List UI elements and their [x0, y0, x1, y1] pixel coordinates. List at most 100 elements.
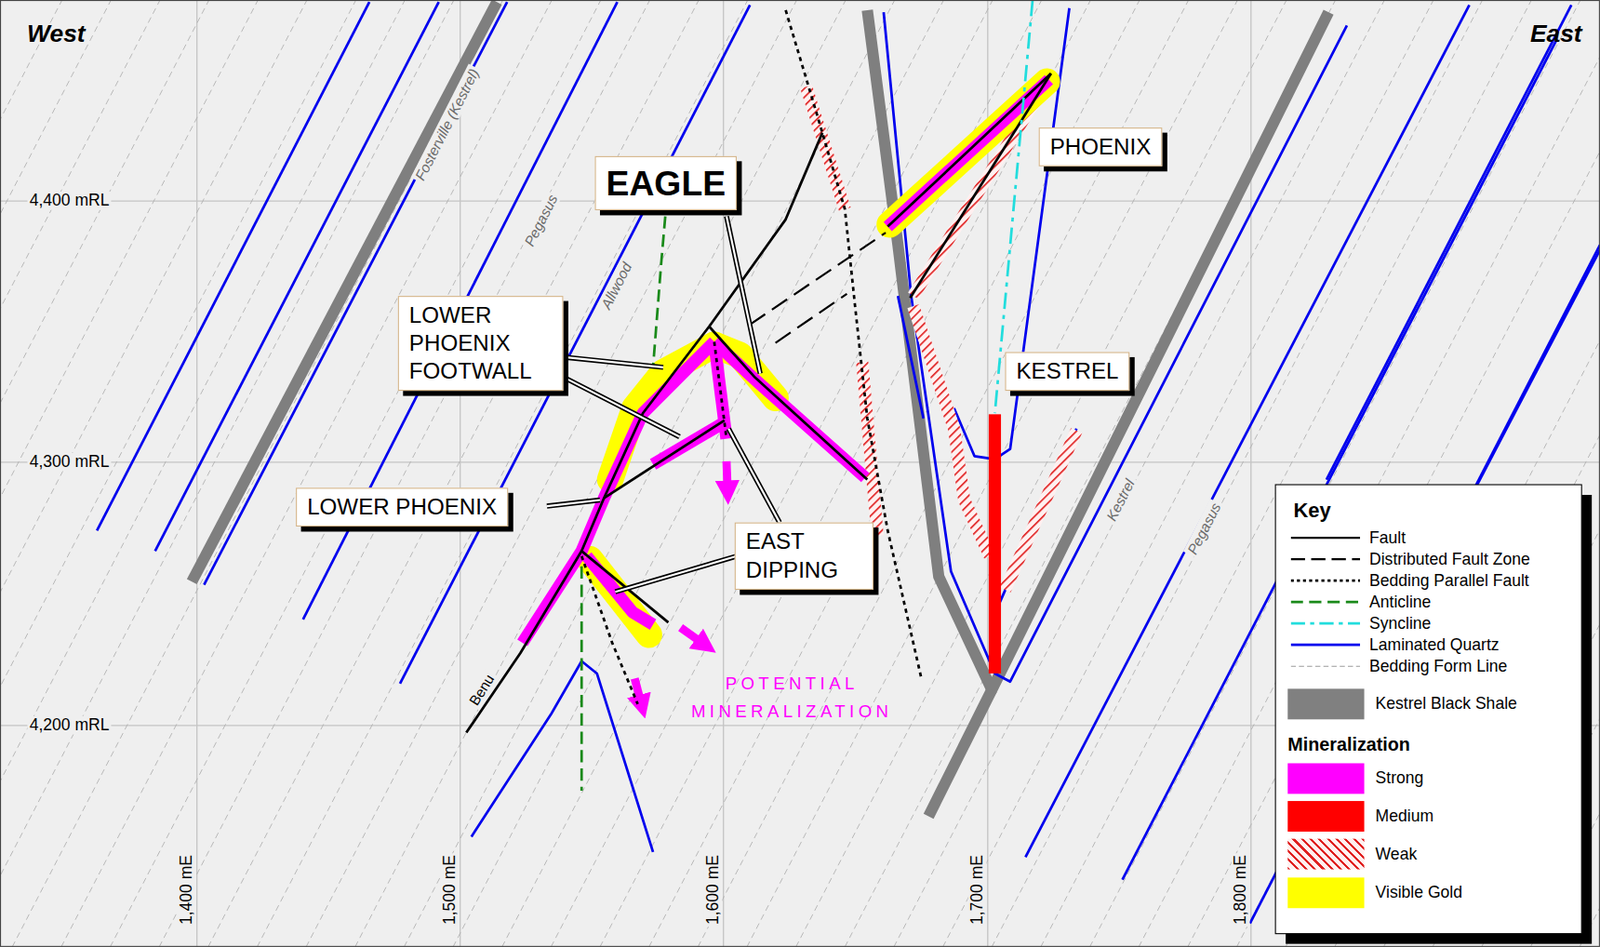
section-stroke — [12, 0, 503, 947]
section-stroke — [614, 556, 737, 592]
callout-box: LOWER PHOENIX FOOTWALL — [398, 295, 564, 391]
callout-text: EAGLE — [606, 160, 726, 205]
section-stroke — [728, 428, 780, 523]
section-stroke — [61, 0, 552, 947]
section-stroke — [634, 678, 641, 702]
section-stroke — [1250, 0, 1252, 947]
legend-line — [1291, 600, 1361, 604]
legend-text: Strong — [1375, 769, 1425, 787]
section-stroke — [887, 73, 1052, 227]
section-stroke — [581, 216, 666, 792]
section-stroke — [1187, 0, 1600, 947]
legend-line — [1291, 622, 1361, 626]
legend-swatch — [1287, 762, 1364, 794]
legend-swatch — [1287, 688, 1364, 720]
section-stroke — [546, 499, 600, 507]
section-stroke — [0, 0, 405, 947]
section-stroke — [589, 81, 1047, 636]
section-stroke — [403, 0, 894, 947]
section-stroke — [0, 461, 1600, 463]
legend-text: Kestrel Black Shale — [1375, 694, 1518, 713]
section-stroke — [0, 0, 454, 947]
formation-label: Allwood — [596, 257, 636, 314]
section-stroke — [746, 0, 1238, 947]
section-stroke — [714, 341, 727, 439]
formation-label: Fosterville (Kestrel) — [411, 64, 484, 186]
section-stroke — [471, 661, 654, 853]
legend-swatch — [1287, 877, 1364, 908]
legend-line — [1291, 536, 1361, 539]
section-stroke — [303, 1, 618, 620]
legend-line-sample — [1291, 575, 1361, 587]
section-stroke — [0, 0, 258, 947]
callout-text: PHOENIX — [1050, 133, 1152, 161]
section-stroke — [600, 0, 1091, 947]
section-stroke — [708, 326, 867, 480]
legend-text: Laminated Quartz — [1369, 635, 1500, 654]
legend-text: Bedding Parallel Fault — [1369, 571, 1530, 589]
section-stroke — [775, 293, 848, 344]
callout-box: KESTREL — [1004, 351, 1130, 391]
legend-text: Fault — [1369, 528, 1406, 547]
elevation-label: 4,300 mRL — [26, 453, 111, 472]
legend-line-sample — [1291, 533, 1361, 544]
section-stroke — [728, 428, 780, 523]
easting-label: 1,500 mE — [440, 853, 460, 928]
section-stroke — [256, 0, 747, 947]
section-stroke — [203, 1, 507, 585]
callout-text: LOWER PHOENIX FOOTWALL — [409, 301, 553, 386]
legend-line-sample — [1291, 640, 1361, 651]
section-stroke — [502, 0, 993, 947]
callout-box: EAST DIPPING — [734, 522, 874, 590]
legend-text: Visible Gold — [1375, 883, 1463, 902]
legend-text: Medium — [1375, 807, 1434, 826]
section-stroke — [726, 216, 760, 374]
legend-line — [1291, 558, 1361, 560]
easting-label: 1,800 mE — [1231, 853, 1251, 928]
section-stroke — [0, 200, 1600, 201]
section-stroke — [653, 216, 666, 368]
section-stroke — [603, 420, 724, 498]
compass-label: East — [1530, 19, 1583, 48]
section-stroke — [1004, 430, 1077, 590]
section-stroke — [0, 0, 111, 947]
section-stroke — [306, 0, 797, 947]
section-stroke — [466, 73, 1052, 734]
section-stroke — [0, 0, 210, 947]
fault-label: Benu — [465, 669, 499, 710]
section-stroke — [191, 1, 1347, 853]
section-stroke — [1236, 0, 1600, 947]
section-stroke — [355, 0, 846, 947]
section-stroke — [580, 566, 584, 791]
section-stroke — [564, 377, 680, 438]
callout-text: KESTREL — [1016, 357, 1120, 386]
section-stroke — [159, 0, 650, 947]
legend-line — [1291, 579, 1361, 583]
section-stroke — [400, 4, 750, 683]
callout-box: PHOENIX — [1039, 127, 1163, 167]
section-stroke — [749, 232, 886, 325]
section-stroke — [1000, 428, 1077, 602]
section-stroke — [581, 10, 921, 705]
section-stroke — [1326, 4, 1572, 480]
legend-text: Distributed Fault Zone — [1369, 549, 1531, 568]
section-stroke — [155, 1, 440, 551]
elevation-label: 4,400 mRL — [26, 191, 111, 211]
callout-text: EAST DIPPING — [746, 527, 863, 584]
section-stroke — [866, 10, 1329, 691]
section-stroke — [522, 80, 1050, 643]
section-stroke — [0, 0, 160, 947]
section-stroke — [109, 0, 600, 947]
section-stroke — [459, 0, 461, 947]
section-stroke — [0, 0, 357, 947]
section-stroke — [697, 0, 1188, 947]
section-stroke — [191, 1, 497, 582]
compass-label: West — [26, 19, 85, 48]
formation-label: Pegasus — [1183, 498, 1226, 560]
legend-text: Weak — [1375, 844, 1418, 863]
section-stroke — [1275, 484, 1582, 934]
legend-heading: Key — [1293, 498, 1331, 522]
